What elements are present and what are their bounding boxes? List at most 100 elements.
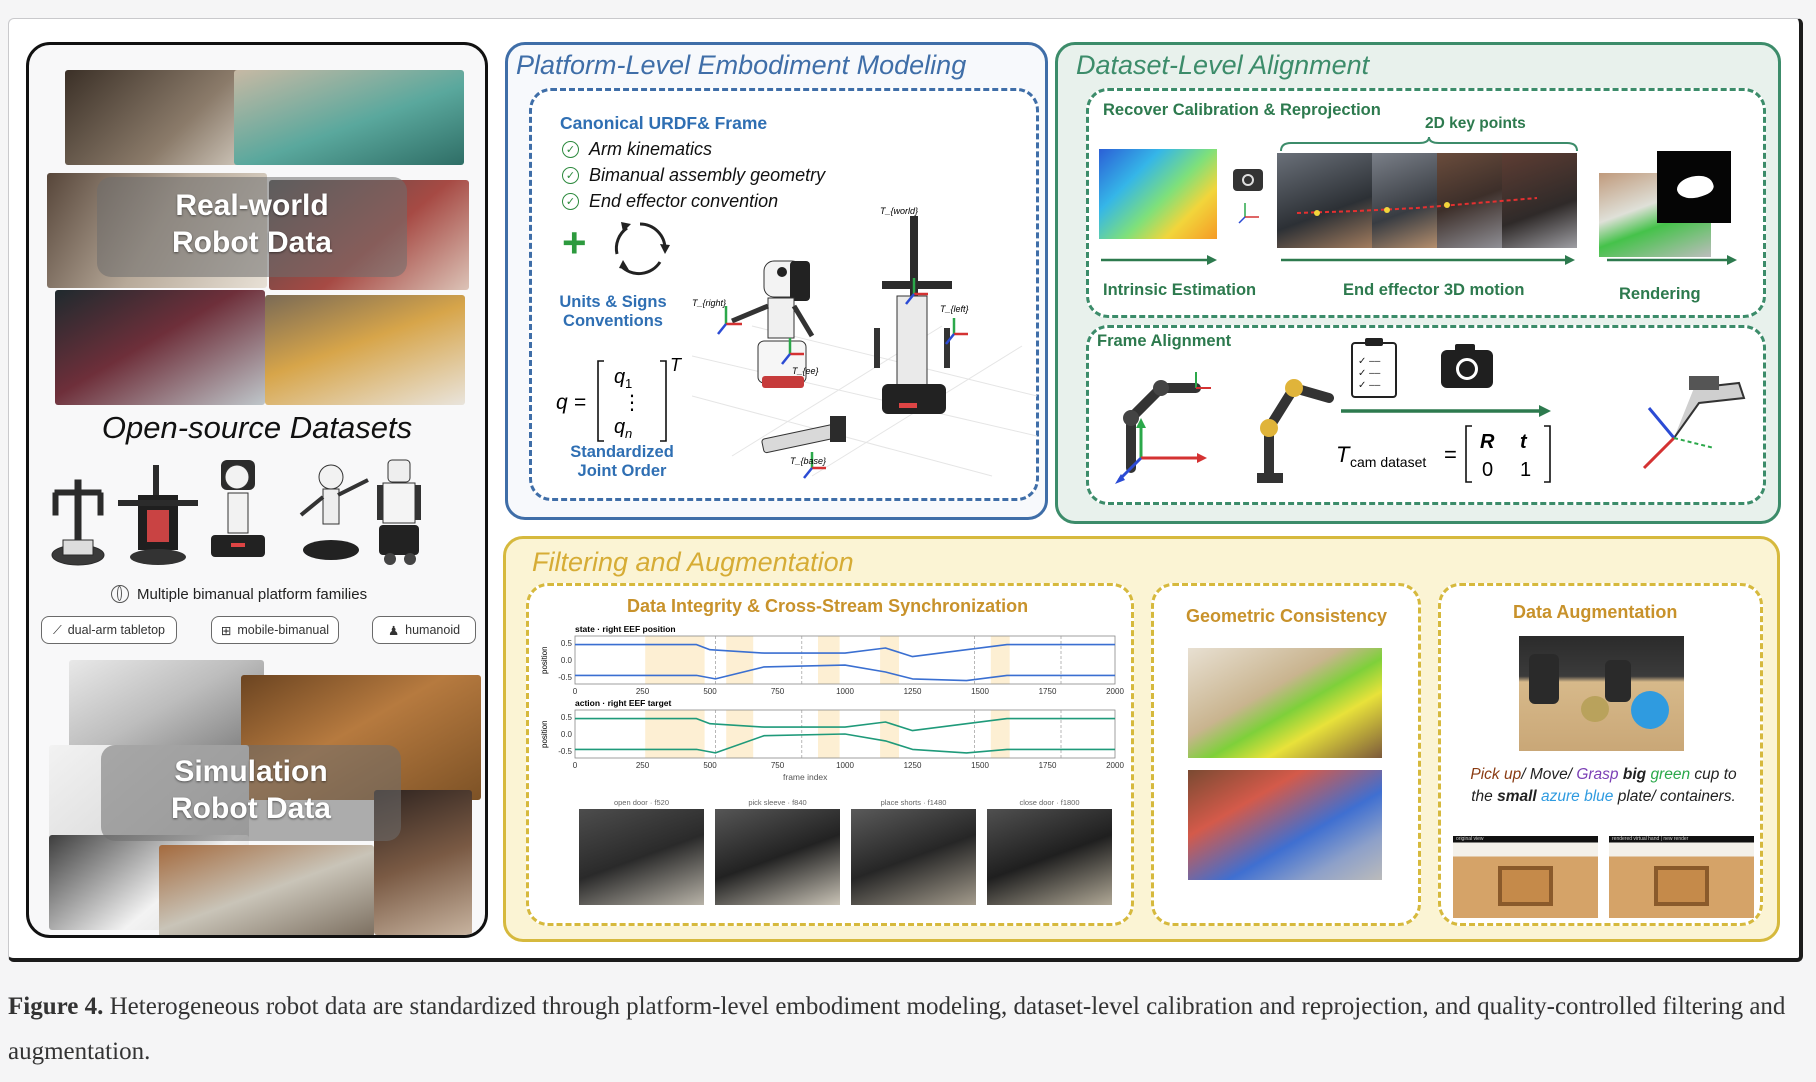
robot-platforms-illustration (51, 459, 421, 566)
y-tick-label: 0.0 (561, 656, 573, 665)
frame-caption: open door · f520 (613, 798, 670, 807)
x-tick-label: 1500 (971, 761, 989, 770)
embodiment-title: Platform-Level Embodiment Modeling (516, 50, 967, 80)
geometric-overlay-1 (1188, 648, 1382, 758)
simulation-label: Simulation Robot Data (101, 753, 401, 827)
integrity-box: Data Integrity & Cross-Stream Synchroniz… (526, 583, 1134, 926)
washer-photo (851, 809, 976, 905)
gripper-on-floor (761, 416, 846, 454)
chip-mobile-bimanual: ⊞ mobile-bimanual (211, 616, 339, 644)
bed-photo (234, 70, 464, 165)
keypoint-trajectory (1296, 197, 1538, 216)
check-arm-kinematics: ✓ Arm kinematics (562, 139, 712, 160)
check-label: End effector convention (589, 191, 779, 211)
camera-icon (1233, 169, 1263, 191)
highlight-band (880, 636, 899, 684)
highlight-band (645, 710, 705, 758)
aug-small: small (1497, 788, 1537, 805)
svg-text:n: n (625, 426, 632, 441)
keypoint-frame-2 (1372, 153, 1437, 248)
washer-photo (579, 809, 704, 905)
sim-kitchen-photo (69, 660, 264, 750)
rendering-label: Rendering (1619, 285, 1701, 303)
highlight-band (645, 636, 705, 684)
highlight-band (990, 636, 1010, 684)
check-icon: ✓ (562, 193, 579, 210)
aug-plate: plate/ containers. (1617, 788, 1736, 805)
canonical-title: Canonical URDF& Frame (560, 113, 768, 133)
aug-azure: azure blue (1541, 788, 1614, 805)
mobile-robot-icon: ⊞ (220, 623, 232, 638)
eef-motion-label: End effector 3D motion (1343, 281, 1525, 299)
chip-humanoid: ♟ humanoid (372, 616, 476, 644)
frame-caption: place shorts · f1480 (880, 798, 947, 807)
keypoints-brace (1280, 136, 1578, 152)
x-tick-label: 2000 (1106, 687, 1124, 696)
frame-caption: close door · f1800 (1019, 798, 1080, 807)
y-tick-label: 0.5 (561, 713, 573, 722)
frame-alignment-title: Frame Alignment (1097, 332, 1232, 350)
filtering-title: Filtering and Augmentation (532, 547, 854, 577)
globe-icon (111, 585, 129, 603)
joint-line2: Joint Order (577, 462, 667, 480)
robot-platform-5 (377, 459, 421, 565)
plot-frame (574, 635, 1116, 685)
data-sources-panel: Real-world Robot Data Open-source Datase… (26, 42, 488, 938)
frame-caption: pick sleeve · f840 (748, 798, 807, 807)
alignment-title: Dataset-Level Alignment (1076, 50, 1370, 80)
x-tick-label: 500 (703, 761, 717, 770)
intrinsic-label: Intrinsic Estimation (1103, 281, 1257, 299)
svg-text:⋮: ⋮ (622, 392, 642, 414)
gripper-with-axes (1642, 376, 1746, 470)
highlight-band (726, 710, 754, 758)
integrity-title: Data Integrity & Cross-Stream Synchroniz… (627, 596, 1029, 616)
caption-text: Heterogeneous robot data are standardize… (8, 993, 1786, 1065)
geometric-box: Geometric Consistency (1151, 583, 1421, 926)
robot-platform-4 (299, 464, 369, 560)
washer-photo (987, 809, 1112, 905)
frame-label-left: T_{left} (940, 304, 969, 314)
mask-image (1657, 151, 1731, 223)
x-tick-label: 0 (573, 687, 578, 696)
depth-map-image (1099, 149, 1217, 239)
plot2-ylabel: position (540, 720, 549, 748)
frame-label-ee: T_{ee} (792, 366, 819, 376)
humanoid-robot (731, 260, 815, 388)
augmentation-box: Data Augmentation Pick up/ Move/ Grasp b… (1438, 583, 1763, 926)
highlight-band (990, 710, 1010, 758)
svg-text:T: T (1336, 442, 1351, 467)
families-row: Multiple bimanual platform families (111, 585, 367, 603)
open-source-title: Open-source Datasets (101, 410, 413, 445)
aug-green: green (1650, 766, 1691, 783)
real-world-label-bg (97, 177, 407, 277)
keypoints-label: 2D key points (1425, 115, 1526, 132)
svg-text:1: 1 (1520, 459, 1531, 481)
filtering-panel: Filtering and Augmentation Data Integrit… (503, 536, 1780, 942)
joint-line1: Standardized (570, 443, 674, 461)
recover-title: Recover Calibration & Reprojection (1103, 101, 1381, 119)
frame-label-base: T_{base} (790, 456, 826, 466)
alignment-arrow (1341, 405, 1551, 417)
simulation-label-bg (101, 745, 401, 841)
plot-frame (574, 709, 1116, 759)
frame-thumb-4: close door · f1800 (987, 798, 1112, 906)
highlight-band (726, 636, 754, 684)
frame-label-right: T_{right} (692, 298, 726, 308)
highlight-band (880, 710, 899, 758)
sync-plots: state · right EEF position action · righ… (540, 624, 1124, 782)
frame-thumbnails: open door · f520 pick sleeve · f840 plac… (579, 798, 1114, 910)
axis-triad-icon (1238, 203, 1259, 224)
svg-text:0: 0 (1482, 459, 1493, 481)
x-tick-label: 1000 (836, 687, 854, 696)
urdf-robots-illustration: T_{right} T_{left} T_{ee} T_{world} T_{b… (692, 206, 1037, 479)
grasp-photo (55, 290, 265, 405)
frame-thumb-2: pick sleeve · f840 (715, 798, 840, 906)
blue-plate (1631, 691, 1669, 729)
kitchen-photo (65, 70, 260, 165)
aug-grasp: Grasp (1576, 766, 1619, 783)
caption-label: Figure 4. (8, 993, 104, 1020)
camera-icon (1441, 344, 1493, 388)
augmentation-title: Data Augmentation (1513, 602, 1678, 622)
embodiment-inner-box: Canonical URDF& Frame ✓ Arm kinematics ✓… (529, 88, 1039, 501)
svg-text:1: 1 (625, 376, 632, 391)
